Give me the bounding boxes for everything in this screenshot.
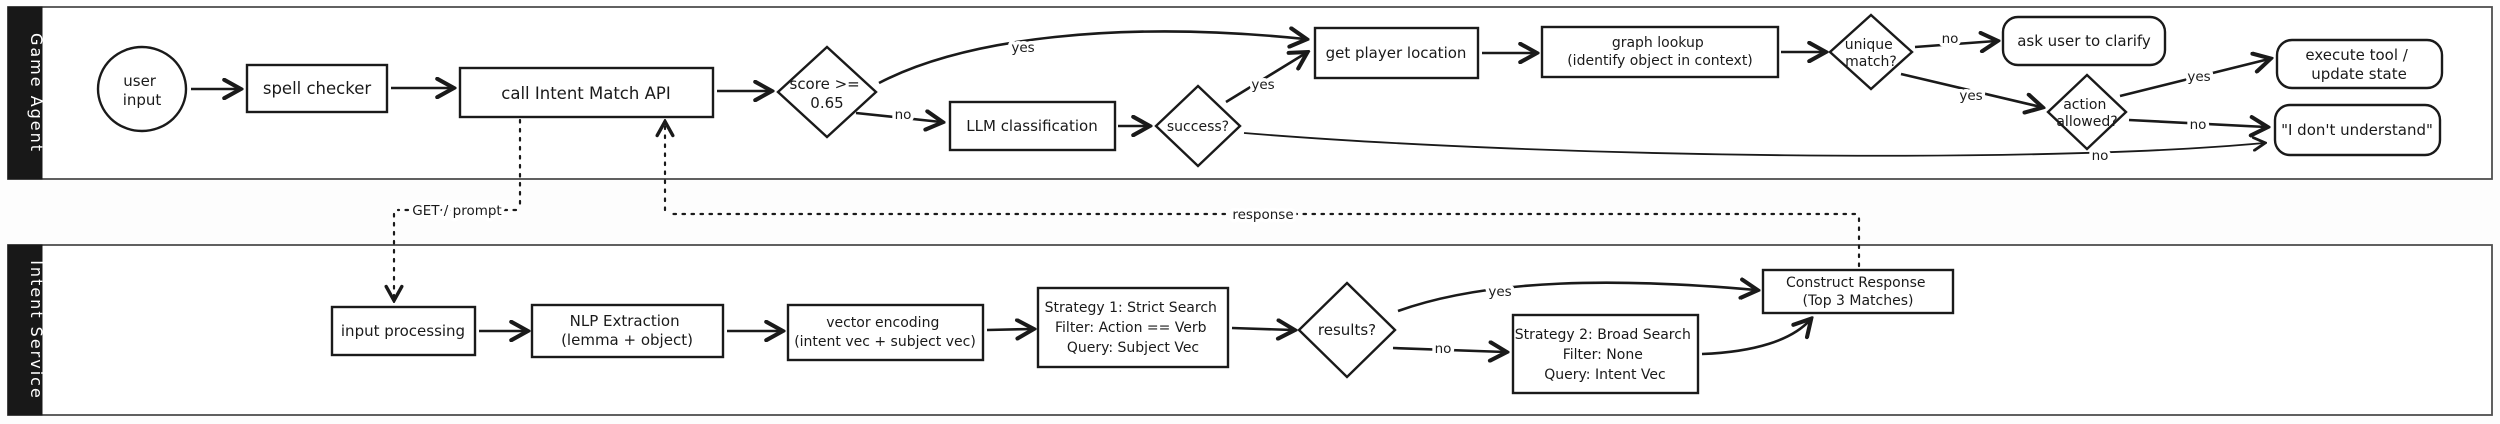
edge-vector-to-strategy1 xyxy=(986,329,1032,330)
node-spell-checker-label: spell checker xyxy=(263,79,372,98)
edge-strategy1-to-results xyxy=(1231,328,1293,330)
edge-label-score-no: no xyxy=(895,107,912,123)
edge-action-no-to-dont-understand xyxy=(2128,120,2266,127)
node-user-input-label: user input xyxy=(123,72,162,109)
edge-label-get-prompt: GET / prompt xyxy=(412,203,501,219)
node-score-check: score >= 0.65 xyxy=(776,45,878,139)
node-execute-tool-label: execute tool / update state xyxy=(2305,46,2412,83)
edge-label-score-yes: yes xyxy=(1011,40,1034,56)
node-ask-user-to-clarify-shape xyxy=(2001,15,2167,67)
node-graph-lookup: graph lookup (identify object in context… xyxy=(1540,25,1780,79)
edge-label-response: response xyxy=(1232,207,1293,223)
lane-game-agent-header xyxy=(7,6,43,180)
node-results-check: results? xyxy=(1297,281,1397,379)
node-vector-encoding-label: vector encoding (intent vec + subject ve… xyxy=(794,315,976,350)
node-input-processing: input processing xyxy=(330,305,477,357)
node-construct-response-shape xyxy=(1761,268,1955,315)
node-unique-match-shape xyxy=(1828,13,1914,91)
edge-call-api-get-prompt-to-input-processing xyxy=(394,118,522,299)
node-strategy-2-shape xyxy=(1511,313,1700,395)
node-user-input-shape xyxy=(96,45,188,133)
node-vector-encoding-shape xyxy=(786,303,985,362)
node-success-check: success? xyxy=(1154,84,1242,168)
edge-label-results-no: no xyxy=(1435,341,1452,357)
node-get-player-location-label: get player location xyxy=(1326,44,1467,62)
node-dont-understand-label: "I don't understand" xyxy=(2281,121,2433,139)
node-score-check-shape xyxy=(776,45,878,139)
node-construct-response-label: Construct Response (Top 3 Matches) xyxy=(1786,275,1930,309)
node-score-check-label: score >= 0.65 xyxy=(790,75,865,112)
node-input-processing-shape xyxy=(330,305,477,357)
node-action-allowed: action allowed? xyxy=(2046,73,2128,151)
node-graph-lookup-shape xyxy=(1540,25,1780,79)
edge-label-success-yes: yes xyxy=(1251,77,1274,93)
node-spell-checker-shape xyxy=(245,63,389,114)
node-user-input: user input xyxy=(96,45,188,133)
node-strategy-1-shape xyxy=(1036,286,1230,369)
node-call-intent-api-shape xyxy=(458,66,715,119)
node-success-check-label: success? xyxy=(1167,119,1229,135)
node-execute-tool: execute tool / update state xyxy=(2275,38,2444,90)
node-results-check-shape xyxy=(1297,281,1397,379)
edge-score-no-to-llm xyxy=(855,113,941,122)
edge-label-unique-no: no xyxy=(1942,31,1959,47)
node-strategy-1: Strategy 1: Strict Search Filter: Action… xyxy=(1036,286,1230,369)
node-strategy-2: Strategy 2: Broad Search Filter: None Qu… xyxy=(1511,313,1700,395)
node-action-allowed-shape xyxy=(2046,73,2128,151)
edge-label-unique-yes: yes xyxy=(1959,88,1982,104)
edge-unique-no-to-ask-clarify xyxy=(1914,41,1996,47)
node-get-player-location: get player location xyxy=(1313,26,1480,80)
edge-results-yes-to-construct xyxy=(1397,283,1756,313)
node-call-intent-api-label: call Intent Match API xyxy=(501,84,670,103)
node-construct-response: Construct Response (Top 3 Matches) xyxy=(1761,268,1955,315)
node-strategy-2-label: Strategy 2: Broad Search Filter: None Qu… xyxy=(1515,327,1696,383)
node-nlp-extraction: NLP Extraction (lemma + object) xyxy=(530,303,725,359)
node-dont-understand-shape xyxy=(2273,103,2442,157)
edge-label-action-no: no xyxy=(2190,117,2207,133)
edge-label-success-no: no xyxy=(2092,148,2109,164)
node-llm-classification-shape xyxy=(948,100,1117,152)
node-strategy-1-label: Strategy 1: Strict Search Filter: Action… xyxy=(1045,300,1222,356)
node-results-check-label: results? xyxy=(1318,321,1376,339)
lane-intent-service-title: Intent Service xyxy=(27,260,46,400)
edge-label-results-yes: yes xyxy=(1488,284,1511,300)
node-llm-classification-label: LLM classification xyxy=(966,117,1097,135)
node-vector-encoding: vector encoding (intent vec + subject ve… xyxy=(786,303,985,362)
node-spell-checker: spell checker xyxy=(245,63,389,114)
edge-results-no-to-strategy2 xyxy=(1392,348,1505,352)
node-llm-classification: LLM classification xyxy=(948,100,1117,152)
edge-action-yes-to-execute-tool xyxy=(2119,59,2269,98)
lane-intent-service-header xyxy=(7,244,43,416)
edge-success-no-to-dont-understand xyxy=(1243,132,2264,157)
lane-game-agent-title: Game Agent xyxy=(27,33,46,153)
edge-score-yes-to-get-player xyxy=(878,32,1305,85)
node-ask-user-to-clarify-label: ask user to clarify xyxy=(2017,32,2151,50)
edge-success-yes-to-get-player xyxy=(1225,53,1306,104)
edge-construct-response-to-call-api xyxy=(665,123,1861,268)
node-nlp-extraction-label: NLP Extraction (lemma + object) xyxy=(561,312,693,349)
node-nlp-extraction-shape xyxy=(530,303,725,359)
edge-unique-yes-to-action-allowed xyxy=(1900,72,2041,107)
node-success-check-shape xyxy=(1154,84,1242,168)
node-call-intent-api: call Intent Match API xyxy=(458,66,715,119)
node-dont-understand: "I don't understand" xyxy=(2273,103,2442,157)
node-input-processing-label: input processing xyxy=(341,322,465,340)
edge-strategy2-to-construct xyxy=(1701,320,1810,356)
node-execute-tool-shape xyxy=(2275,38,2444,90)
node-graph-lookup-label: graph lookup (identify object in context… xyxy=(1567,35,1753,69)
node-action-allowed-label: action allowed? xyxy=(2056,97,2117,130)
node-unique-match-label: unique match? xyxy=(1845,37,1897,70)
node-ask-user-to-clarify: ask user to clarify xyxy=(2001,15,2167,67)
node-unique-match: unique match? xyxy=(1828,13,1914,91)
node-get-player-location-shape xyxy=(1313,26,1480,80)
edge-label-action-yes: yes xyxy=(2187,69,2210,85)
